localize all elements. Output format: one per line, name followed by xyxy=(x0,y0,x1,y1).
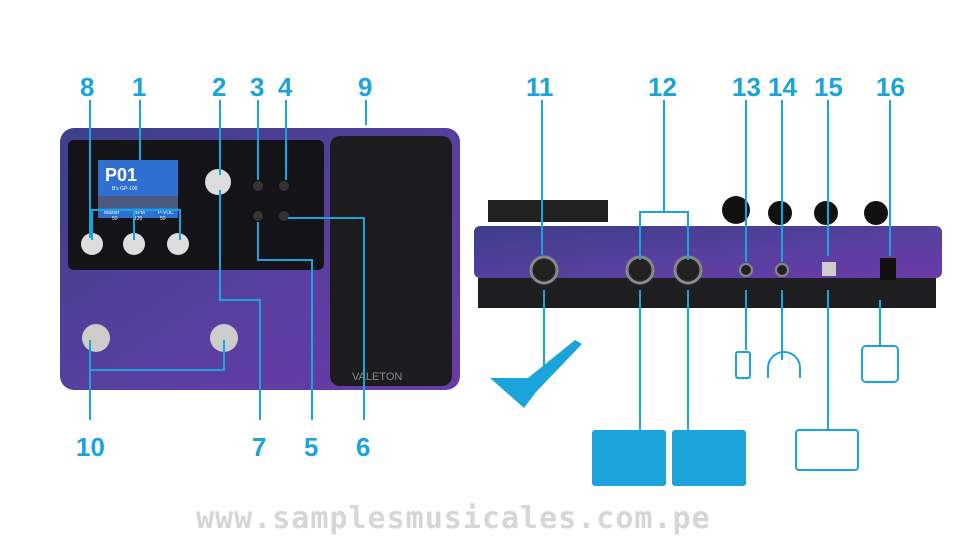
pedal-top-view: P01 B's GP-100 Master BPM P-VOL 50 120 5… xyxy=(60,128,460,390)
callout-3: 3 xyxy=(250,72,264,102)
callout-8: 8 xyxy=(80,72,94,102)
callout-12: 12 xyxy=(648,72,677,102)
guitar-icon xyxy=(490,340,582,408)
screen-preset: P01 xyxy=(105,165,137,185)
watermark: www.samplesmusicales.com.pe xyxy=(196,501,711,536)
knob xyxy=(81,233,103,255)
callout-10: 10 xyxy=(76,432,105,462)
callout-14: 14 xyxy=(768,72,797,102)
screen-param: P-VOL xyxy=(158,210,173,216)
callout-13: 13 xyxy=(732,72,761,102)
callout-7: 7 xyxy=(252,432,266,462)
amp-icon xyxy=(592,430,666,486)
callout-5: 5 xyxy=(304,432,318,462)
screen-value: 120 xyxy=(134,216,143,222)
expression-pedal xyxy=(330,136,452,386)
callout-4: 4 xyxy=(278,72,293,102)
screen-patch-name: B's GP-100 xyxy=(112,186,138,192)
amp-icon xyxy=(672,430,746,486)
headphones-icon xyxy=(767,351,801,378)
master-knob xyxy=(205,169,231,195)
callout-6: 6 xyxy=(356,432,370,462)
screen-value: 50 xyxy=(160,216,166,222)
callout-lines xyxy=(89,100,891,430)
power-outlet-icon xyxy=(861,345,899,383)
footswitch xyxy=(82,324,110,352)
callout-11: 11 xyxy=(526,72,554,102)
screen-value: 50 xyxy=(112,216,118,222)
computer-icon xyxy=(795,429,859,471)
brand-logo: VALETON xyxy=(352,371,402,383)
callout-1: 1 xyxy=(132,72,146,102)
callout-9: 9 xyxy=(358,72,372,102)
lcd-screen xyxy=(98,160,178,218)
footswitch xyxy=(210,324,238,352)
screen-param: BPM xyxy=(134,210,145,216)
callout-16: 16 xyxy=(876,72,905,102)
pedal-rear-view xyxy=(474,196,942,308)
callout-15: 15 xyxy=(814,72,843,102)
phone-icon xyxy=(735,351,751,379)
callout-2: 2 xyxy=(212,72,226,102)
knob xyxy=(123,233,145,255)
screen-param: Master xyxy=(104,210,120,216)
knob xyxy=(167,233,189,255)
